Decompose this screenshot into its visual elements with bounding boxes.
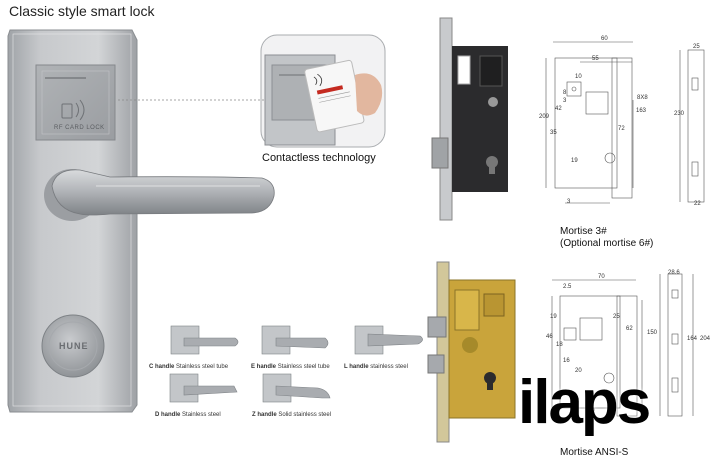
contactless-caption: Contactless technology [262,152,376,164]
dim-label: 163 [636,108,647,114]
dim-label: 16 [563,358,570,364]
dim-label: 35 [550,130,557,136]
dim-label: 19 [571,158,578,164]
dim-label: 3 [563,98,567,104]
mortise-3-caption: Mortise 3# [560,226,607,237]
handle-label-z: Z handle Solid stainless steel [252,412,332,418]
handle-samples [169,325,423,403]
dim-label: 46 [546,334,553,340]
dim-label: 25 [693,44,700,50]
page-title: Classic style smart lock [9,3,155,19]
rf-icon [61,99,85,121]
handle-label-c: C handle Stainless steel tube [149,364,229,370]
watermark-logo: ilaps [518,368,651,437]
dim-label: 8 [563,90,567,96]
key-cylinder [41,314,105,378]
dim-label: 204 [700,336,711,342]
mortise-ansi-photo [427,261,516,443]
mortise-ansi-drawing [551,273,694,417]
handle-label-l: L handle stainless steel [344,364,408,370]
dim-label: 10 [575,74,582,80]
dim-label: 164 [687,336,698,342]
brand-logo: HUNE [59,341,89,351]
dim-label: 230 [674,111,685,117]
dim-label: 20 [575,368,582,374]
dim-label: 150 [647,330,658,336]
dim-label: 72 [618,126,625,132]
mortise-3-photo [431,17,508,221]
dim-label: 42 [555,106,562,112]
dim-label: 19 [550,314,557,320]
reader-label: RF CARD LOCK [54,125,105,131]
dim-label: 60 [601,36,608,42]
dim-label: 22 [694,201,701,207]
dim-label: 55 [592,56,599,62]
handle-label-d: D handle Stainless steel [155,412,221,418]
hand [355,73,383,116]
dim-label: 62 [626,326,633,332]
dim-label: 8X8 [637,95,648,101]
dim-label: 25 [613,314,620,320]
dim-label: 209 [539,114,550,120]
rf-card-reader [35,64,116,141]
dim-label: 3 [567,199,571,205]
mortise-ansi-caption: Mortise ANSI-S [560,447,629,458]
dim-label: 2.5 [563,284,572,290]
handle-label-e: E handle Stainless steel tube [251,364,330,370]
dim-label: 30 [588,408,595,414]
dim-label: 18 [556,342,563,348]
dim-label: 70 [598,274,605,280]
lever-handle [51,169,275,216]
mortise-3-drawing [545,41,705,204]
dim-label: 28.6 [668,270,680,276]
contactless-inset [260,34,386,148]
mortise-3-caption-optional: (Optional mortise 6#) [560,238,654,249]
